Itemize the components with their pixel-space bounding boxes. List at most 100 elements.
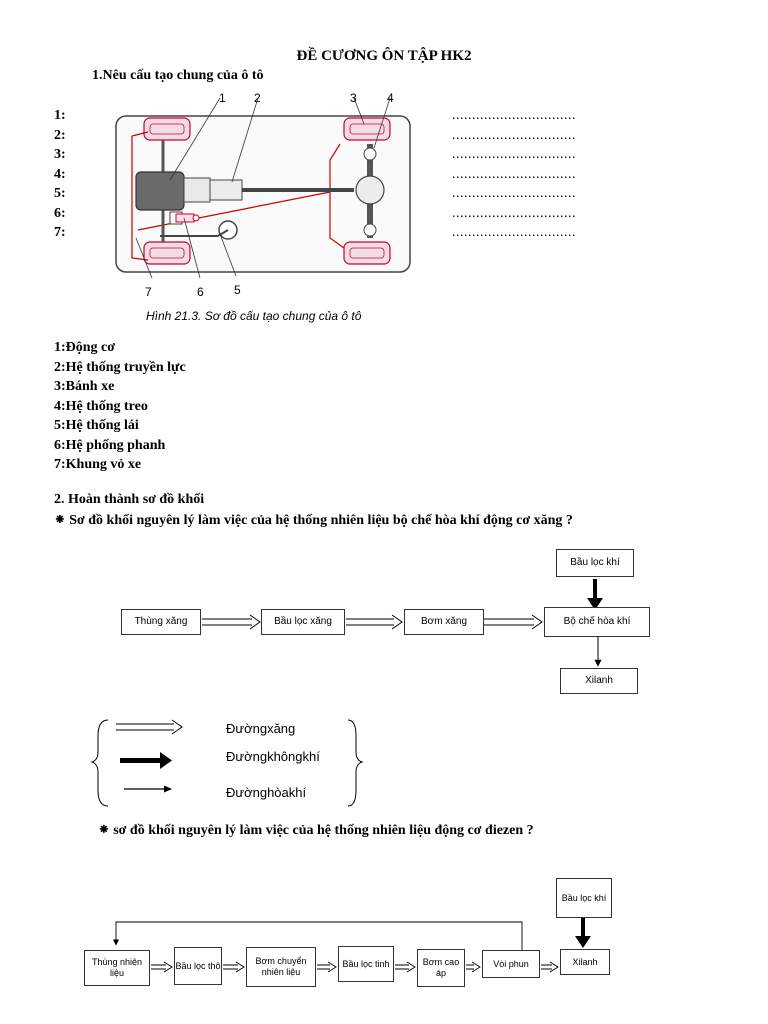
- double-arrow: [466, 961, 481, 973]
- page-title: ĐỀ CƯƠNG ÔN TẬP HK2: [296, 48, 472, 64]
- answer-item: 4:Hệ thống treo: [54, 398, 148, 414]
- figure-label: 4: [387, 91, 394, 105]
- clutch-housing: [183, 177, 211, 203]
- steering-column: [217, 229, 229, 237]
- figure-label: 2: [254, 91, 261, 105]
- dot-line: ...............................: [452, 147, 576, 162]
- blank-number: 2:: [54, 127, 66, 143]
- legend-label-mixture: Đườnghòakhí: [226, 785, 307, 800]
- answer-item: 6:Hệ phống phanh: [54, 437, 166, 453]
- block-diesel-air-filter: Bầu lọc khí: [556, 878, 612, 918]
- double-arrow: [541, 961, 559, 973]
- wheel-front-left: [143, 117, 191, 141]
- leader-line: [183, 217, 201, 279]
- blank-number: 3:: [54, 147, 66, 162]
- gasoline-heading-text: Sơ đồ khối nguyên lý làm việc của hệ thố…: [69, 513, 573, 528]
- block-fine-filter: Bầu lọc tinh: [338, 946, 394, 982]
- frame-line: [329, 143, 345, 249]
- car-structure-diagram: 1 2 3 4 5 6 7 Hình 21.3. Sơ đồ cấu tạo c…: [115, 91, 411, 323]
- legend-thick-arrow: [120, 752, 172, 769]
- block-diesel-tank: Thùng nhiên liệu: [84, 950, 150, 986]
- double-arrow: [151, 961, 173, 973]
- differential: [355, 175, 385, 205]
- leader-line: [231, 97, 259, 183]
- leader-line: [135, 237, 153, 279]
- suspension-upper: [363, 147, 377, 161]
- leader-line: [353, 97, 365, 125]
- answer-item: 7:Khung vỏ xe: [54, 457, 142, 472]
- blank-number: 5:: [54, 186, 66, 201]
- car-body-outline: [115, 115, 411, 273]
- suspension-lower: [363, 223, 377, 237]
- return-line: [112, 921, 523, 950]
- blank-number: 6:: [54, 205, 66, 221]
- figure-label: 1: [219, 91, 226, 105]
- frame-line: [131, 131, 149, 137]
- diesel-heading: ⁕ sơ đồ khối nguyên lý làm việc của hệ t…: [98, 822, 534, 839]
- answer-list: 1:Động cơ 2:Hệ thống truyền lực 3:Bánh x…: [54, 338, 186, 475]
- dot-line: ...............................: [452, 108, 576, 123]
- block-fuel-tank: Thùng xăng: [121, 609, 201, 635]
- thick-arrow: [575, 918, 591, 948]
- answer-item: 3:Bánh xe: [54, 379, 115, 394]
- block-fuel-pump: Bơm xăng: [404, 609, 484, 635]
- brake-valve: [192, 214, 200, 222]
- block-fuel-filter: Bầu lọc xăng: [261, 609, 345, 635]
- answer-item: 5:Hệ thống lái: [54, 418, 139, 433]
- double-arrow: [346, 614, 403, 630]
- wheel-rear-right: [343, 241, 391, 265]
- answer-item: 2:Hệ thống truyền lực: [54, 359, 186, 375]
- leader-line: [373, 97, 391, 149]
- block-injector: Vòi phun: [482, 950, 540, 978]
- block-transfer-pump: Bơm chuyển nhiên liệu: [246, 947, 316, 987]
- dot-line: ...............................: [452, 205, 576, 221]
- diesel-heading-text: sơ đồ khối nguyên lý làm việc của hệ thố…: [113, 823, 534, 838]
- figure-label: 7: [145, 285, 152, 299]
- block-coarse-filter: Bầu lọc thô: [174, 947, 222, 985]
- double-arrow: [484, 614, 543, 630]
- block-diesel-cylinder: Xilanh: [560, 949, 610, 975]
- answer-item: 1:Động cơ: [54, 340, 116, 355]
- double-arrow: [202, 614, 261, 630]
- wheel-rear-left: [143, 241, 191, 265]
- question-1: 1.Nêu cấu tạo chung của ô tô: [92, 68, 264, 83]
- legend-label-air: Đườngkhôngkhí: [226, 749, 320, 764]
- legend-brace-right: [347, 719, 364, 807]
- dot-line: ...............................: [452, 127, 576, 143]
- gasoline-flow-arrows: [202, 579, 603, 667]
- figure-label: 6: [197, 285, 204, 299]
- gasoline-heading: ⁕ Sơ đồ khối nguyên lý làm việc của hệ t…: [54, 512, 573, 529]
- dot-line: ...............................: [452, 186, 576, 201]
- figure-caption: Hình 21.3. Sơ đồ cấu tạo chung của ô tô: [146, 309, 362, 323]
- double-arrow: [223, 961, 245, 973]
- frame-line: [131, 136, 149, 261]
- leader-line: [169, 97, 221, 181]
- diesel-flow-arrows: [112, 918, 591, 973]
- dot-line: ...............................: [452, 225, 576, 240]
- double-arrow: [395, 961, 416, 973]
- blank-number: 4:: [54, 166, 66, 182]
- blank-number-list: 1: 2: 3: 4: 5: 6: 7:: [54, 106, 66, 243]
- figure-label: 3: [350, 91, 357, 105]
- legend-thin-arrow: [124, 785, 172, 793]
- leader-line: [219, 233, 237, 277]
- block-high-pressure-pump: Bơm cao áp: [417, 949, 465, 987]
- figure-label: 5: [234, 283, 241, 297]
- blank-dot-lines: ............................... ........…: [452, 106, 576, 243]
- block-air-filter: Bầu lọc khí: [556, 549, 634, 577]
- blank-number: 7:: [54, 225, 66, 240]
- dot-line: ...............................: [452, 166, 576, 182]
- legend-graphic: [90, 719, 364, 807]
- gearbox: [209, 179, 243, 201]
- legend-label-fuel: Đườngxăng: [226, 721, 296, 736]
- blank-number: 1:: [54, 108, 66, 123]
- question-2: 2. Hoàn thành sơ đồ khối: [54, 492, 205, 507]
- bullet-icon: ⁕: [54, 513, 66, 528]
- legend-double-arrow: [116, 719, 183, 735]
- engine-block: [135, 171, 185, 211]
- bullet-icon: ⁕: [98, 823, 110, 838]
- block-carburetor: Bộ chế hòa khí: [544, 607, 650, 637]
- block-cylinder: Xilanh: [560, 668, 638, 694]
- legend-brace-left: [90, 719, 109, 807]
- wheel-front-right: [343, 117, 391, 141]
